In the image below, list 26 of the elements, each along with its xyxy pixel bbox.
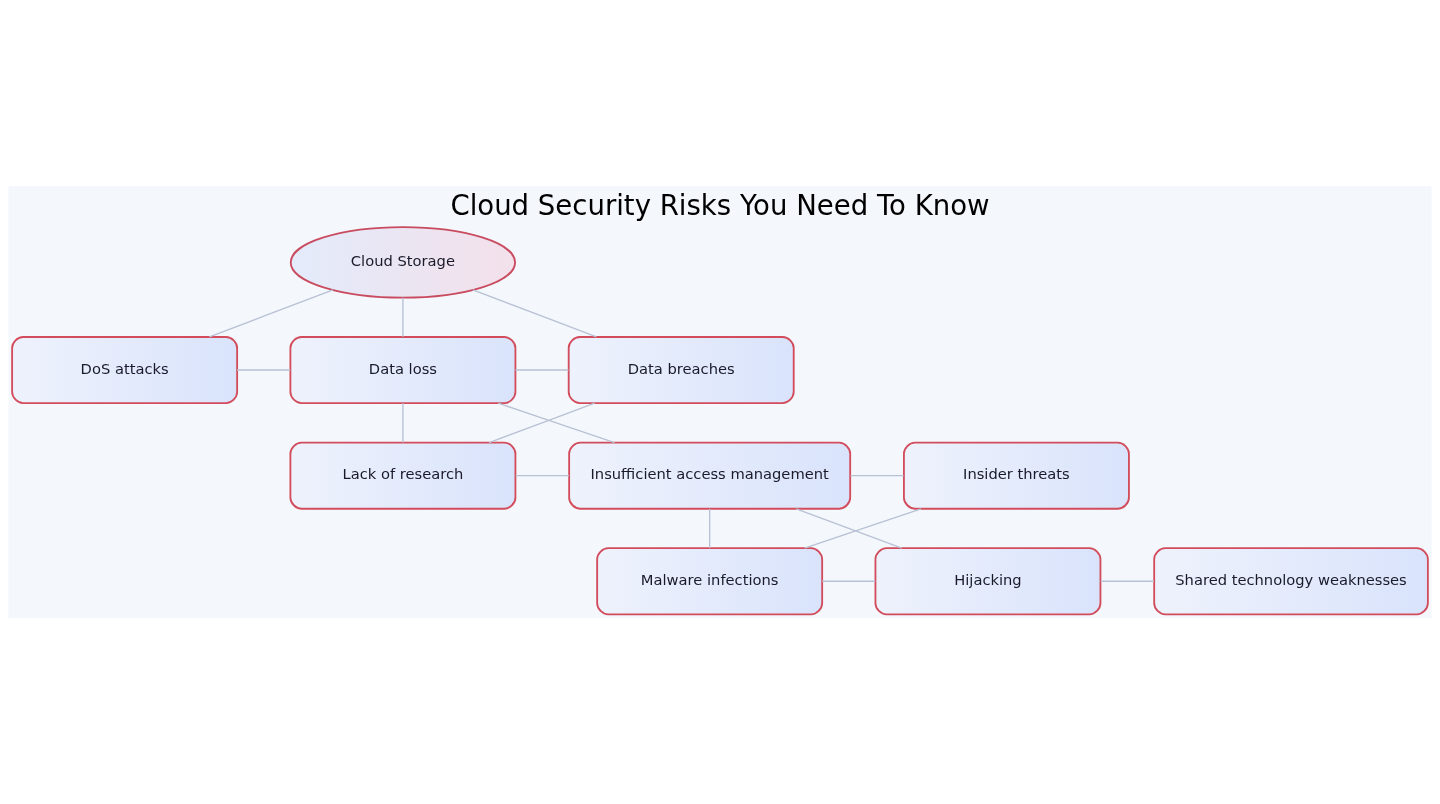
connector xyxy=(514,369,570,371)
node-box: Lack of research xyxy=(289,441,517,510)
connector xyxy=(795,508,903,549)
connector xyxy=(514,474,570,477)
node-box: Hijacking xyxy=(874,547,1102,616)
node-box: Insufficient access management xyxy=(568,441,852,510)
node-box: Data loss xyxy=(289,336,517,404)
connector xyxy=(402,402,404,444)
connector xyxy=(402,296,404,338)
connector xyxy=(497,402,616,444)
node-box: Data breaches xyxy=(567,336,795,404)
diagram-title: Cloud Security Risks You Need To Know xyxy=(450,189,990,222)
connector xyxy=(804,508,922,549)
connector xyxy=(821,580,876,582)
connector xyxy=(1100,580,1155,582)
connector xyxy=(708,508,711,549)
node-box: Malware infections xyxy=(596,547,824,616)
connector xyxy=(236,369,291,371)
connector xyxy=(849,474,905,477)
node-box: Shared technology weaknesses xyxy=(1153,547,1429,616)
node-ellipse: Cloud Storage xyxy=(289,226,517,299)
node-box: DoS attacks xyxy=(11,336,239,404)
connector xyxy=(472,289,598,338)
connector xyxy=(488,402,596,444)
connector xyxy=(208,289,334,338)
node-box: Insider threats xyxy=(903,441,1130,510)
